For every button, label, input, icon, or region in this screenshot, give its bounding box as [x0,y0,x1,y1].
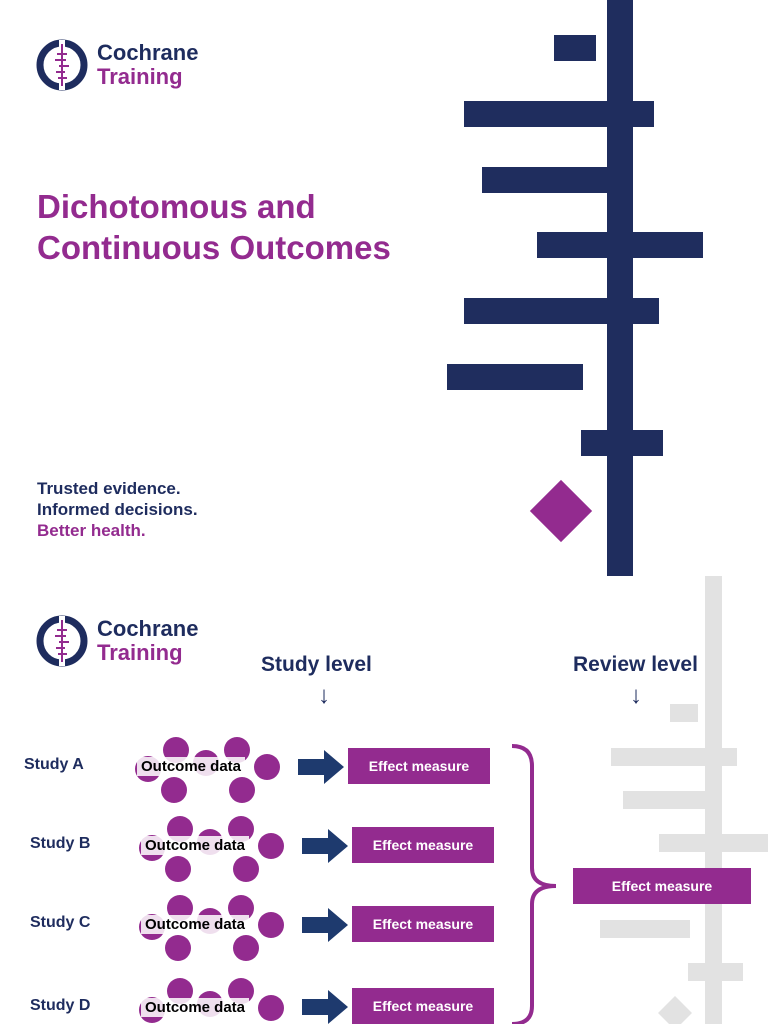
study-label-b: Study B [30,835,91,852]
study-level-down-arrow-icon: ↓ [318,682,330,709]
data-dot [229,777,255,803]
forest-plot-bar [554,35,596,61]
review-effect-measure-box: Effect measure [573,868,751,904]
effect-measure-box-a: Effect measure [348,748,490,784]
effect-measure-box-b: Effect measure [352,827,494,863]
outcome-data-label: Outcome data [141,998,250,1017]
study-label-d: Study D [30,997,91,1014]
forest-plot-bar [482,167,610,193]
data-dot [258,833,284,859]
data-dot [161,777,187,803]
forest-plot-bar [623,791,709,809]
tagline: Trusted evidence. Informed decisions. Be… [37,478,198,541]
forest-plot-bar [600,920,690,938]
data-dot [258,995,284,1021]
forest-plot-diamond [529,479,593,543]
data-dot [233,856,259,882]
logo-brand: Cochrane [97,616,199,641]
forest-plot-line-of-no-effect [705,576,722,1024]
data-dot [233,935,259,961]
data-dot [165,856,191,882]
tagline-line-2: Informed decisions. [37,500,198,519]
forest-plot-bar [611,748,737,766]
forest-plot-bar [537,232,703,258]
outcome-data-cluster-c: Outcome data [136,892,286,962]
forest-plot-diamond [658,996,692,1024]
tagline-line-3: Better health. [37,521,146,540]
forest-plot-bar [688,963,743,981]
outcome-data-cluster-a: Outcome data [132,734,282,804]
study-level-heading: Study level [261,653,372,676]
outcome-data-cluster-b: Outcome data [136,813,286,883]
outcome-data-label: Outcome data [137,757,246,776]
study-label-c: Study C [30,914,91,931]
right-arrow-icon [302,829,348,863]
forest-plot-bar [464,298,659,324]
data-dot [258,912,284,938]
cochrane-logo-icon [35,38,89,92]
effect-measure-box-d: Effect measure [352,988,494,1024]
forest-plot-bar [447,364,583,390]
data-dot [254,754,280,780]
logo-brand: Cochrane [97,40,199,65]
right-arrow-icon [298,750,344,784]
study-review-slide: Cochrane Training Study level ↓ Review l… [0,576,768,1024]
forest-plot-line-of-no-effect [607,0,633,576]
title-slide: Cochrane Training Dichotomous and Contin… [35,0,703,576]
review-level-down-arrow-icon: ↓ [630,682,642,709]
logo-product: Training [97,640,183,665]
forest-plot-bar [659,834,768,852]
outcome-data-cluster-d: Outcome data [136,975,286,1024]
curly-brace-icon [511,744,557,1024]
forest-plot-bar [670,704,698,722]
forest-plot-bar [464,101,654,127]
right-arrow-icon [302,908,348,942]
tagline-line-1: Trusted evidence. [37,479,181,498]
cochrane-logo-icon [35,614,89,668]
logo-product: Training [97,64,183,89]
outcome-data-label: Outcome data [141,836,250,855]
forest-plot-bar [581,430,663,456]
slide-title: Dichotomous and Continuous Outcomes [37,186,391,268]
data-dot [165,935,191,961]
effect-measure-box-c: Effect measure [352,906,494,942]
outcome-data-label: Outcome data [141,915,250,934]
review-level-heading: Review level [573,653,698,676]
title-line-2: Continuous Outcomes [37,229,391,266]
study-label-a: Study A [24,756,84,773]
title-line-1: Dichotomous and [37,188,316,225]
right-arrow-icon [302,990,348,1024]
